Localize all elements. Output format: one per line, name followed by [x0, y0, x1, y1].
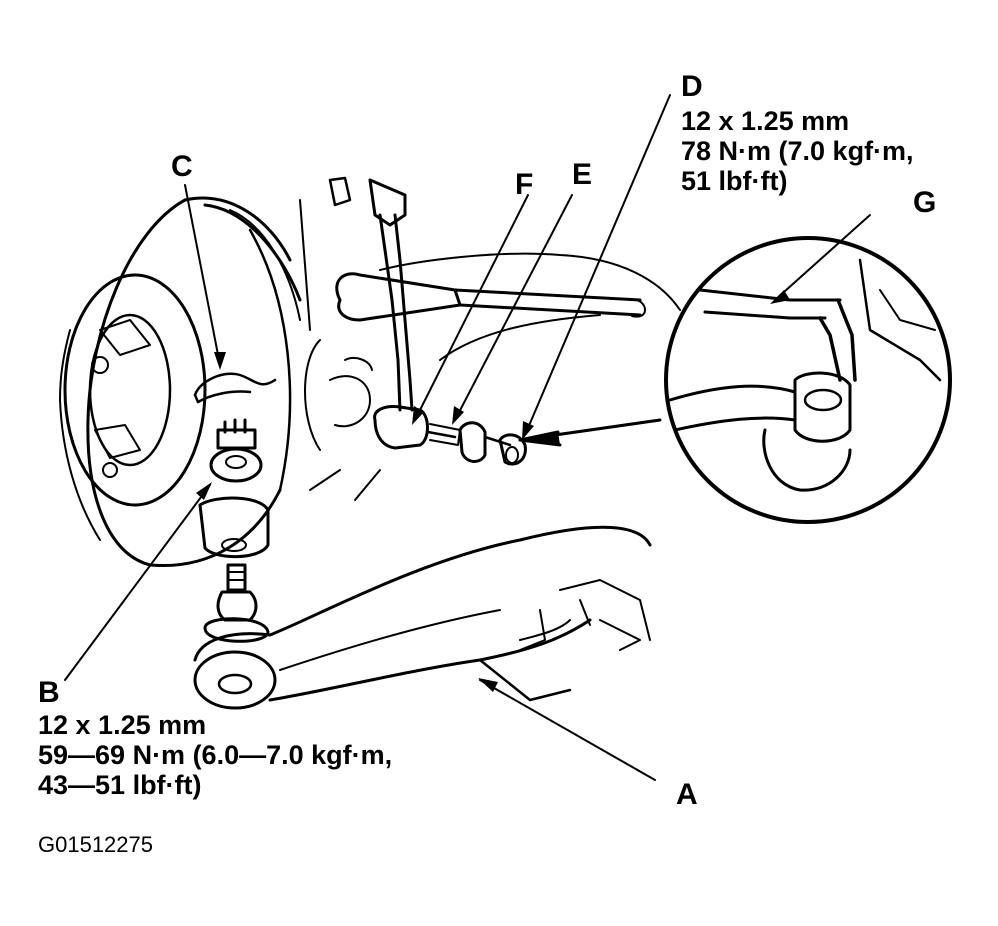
detail-arrow	[518, 418, 662, 447]
ball-joint	[203, 563, 270, 643]
spec-d-line-2: 78 N·m (7.0 kgf·m,	[681, 136, 914, 167]
leader-lines	[64, 94, 871, 781]
label-g: G	[913, 186, 937, 219]
label-a: A	[676, 778, 698, 811]
spec-d: 12 x 1.25 mm 78 N·m (7.0 kgf·m, 51 lbf·f…	[681, 106, 914, 197]
spec-b-line-3: 43—51 lbf·ft)	[38, 770, 202, 801]
cotter-pin	[193, 372, 277, 404]
detail-circle	[664, 236, 952, 524]
stabilizer-link	[328, 176, 646, 466]
leader-arrowheads	[196, 290, 790, 692]
lower-arm	[193, 525, 652, 710]
label-d: D	[681, 70, 703, 103]
knuckle-boss	[198, 496, 270, 559]
spec-d-line-3: 51 lbf·ft)	[681, 166, 788, 197]
castle-nut	[209, 418, 263, 483]
figure-code: G01512275	[38, 832, 153, 857]
spec-b-line-1: 12 x 1.25 mm	[38, 710, 207, 740]
label-c: C	[171, 150, 193, 183]
spec-b-line-2: 59—69 N·m (6.0—7.0 kgf·m,	[38, 740, 393, 771]
strut-area	[299, 199, 681, 501]
brake-rotor	[59, 196, 302, 568]
spec-b: 12 x 1.25 mm 59—69 N·m (6.0—7.0 kgf·m, 4…	[38, 710, 392, 801]
subframe	[519, 579, 651, 651]
label-f: F	[515, 168, 534, 201]
label-b: B	[38, 676, 60, 709]
spec-d-line-1: 12 x 1.25 mm	[681, 106, 850, 136]
label-e: E	[572, 158, 593, 191]
